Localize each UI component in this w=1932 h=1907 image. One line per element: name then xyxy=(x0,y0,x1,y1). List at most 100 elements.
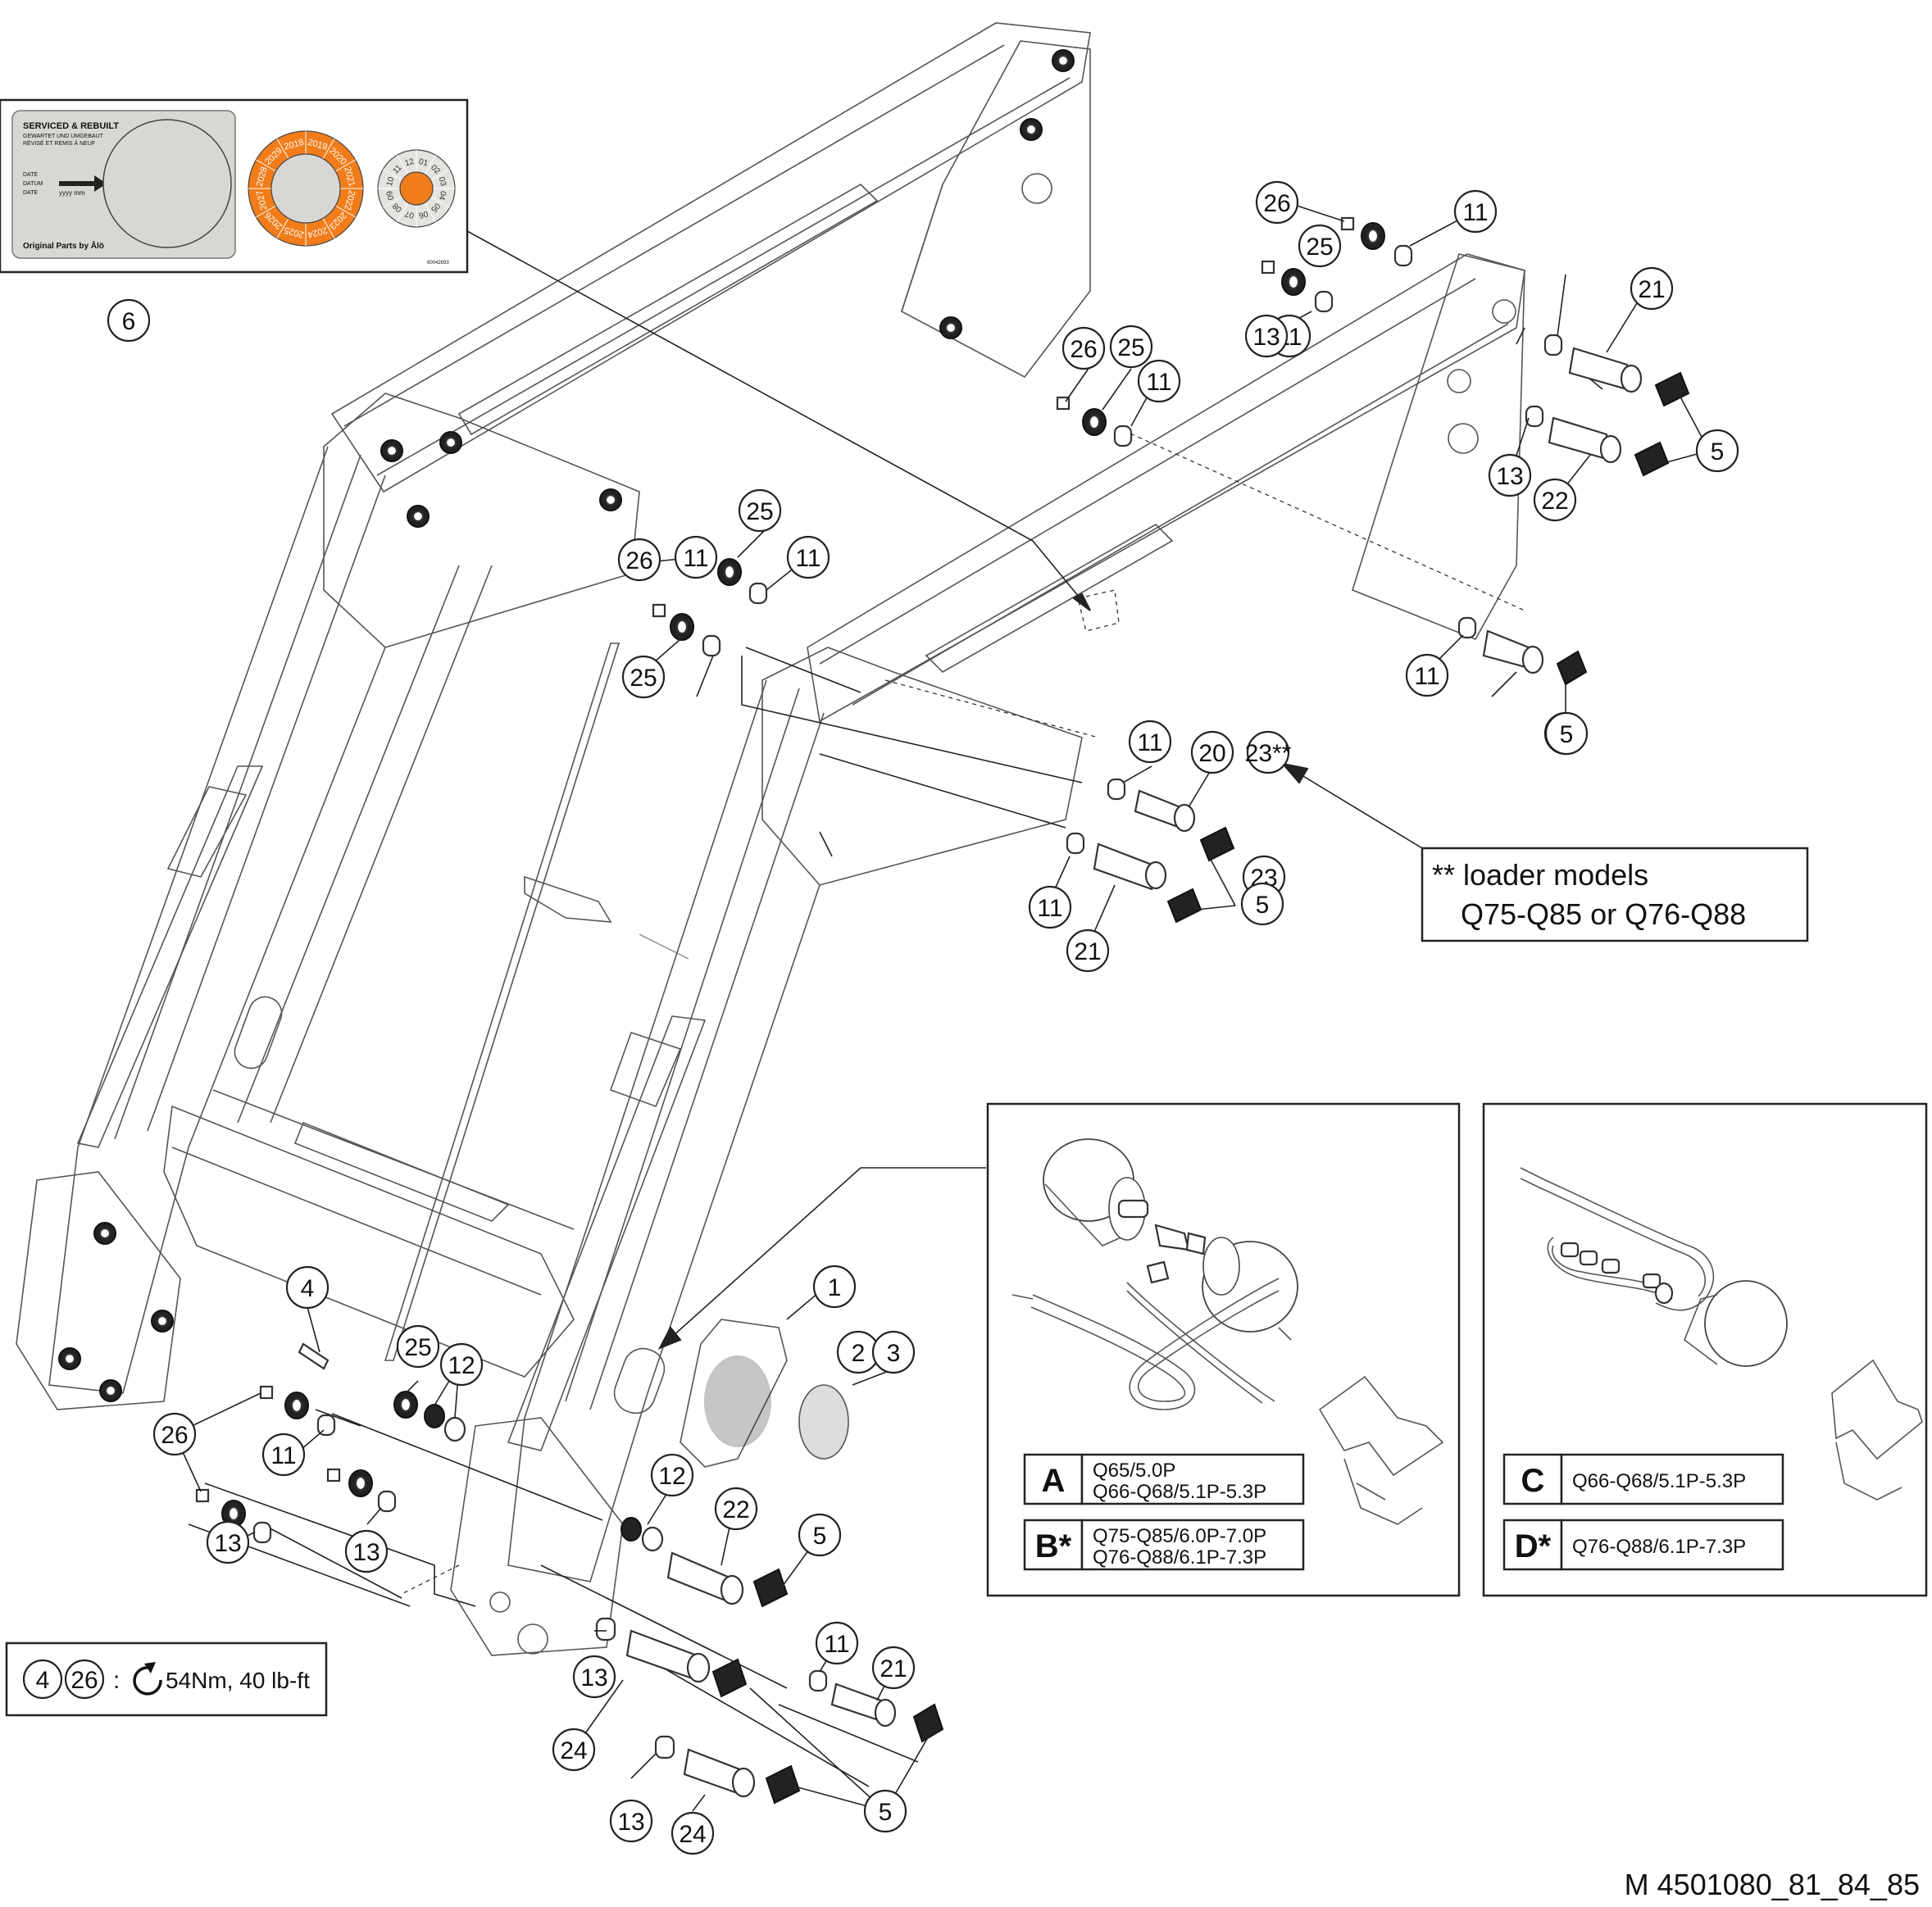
callout-11: 11 xyxy=(1028,885,1072,929)
callout-label: 21 xyxy=(880,1655,907,1682)
loader-frame-drawing xyxy=(16,22,1525,1656)
callout-label: 13 xyxy=(580,1664,607,1691)
callout-22: 22 xyxy=(1533,478,1577,522)
callout-label: 11 xyxy=(1462,199,1488,226)
callout-12: 12 xyxy=(650,1453,694,1497)
callout-label: 11 xyxy=(1146,369,1171,396)
callout-13: 13 xyxy=(572,1655,616,1699)
callout-label: 13 xyxy=(1496,463,1523,490)
variant-code-d: D* xyxy=(1515,1528,1552,1564)
sticker-subtitle-1: GEWARTET UND UMGEBAUT xyxy=(23,134,104,139)
variant-code-a: A xyxy=(1042,1463,1066,1499)
callout-label: 20 xyxy=(1198,740,1225,767)
torque-part-1: 4 xyxy=(36,1667,50,1694)
drawing-id: M 4501080_81_84_85 xyxy=(1625,1868,1920,1901)
disc-label: 09 xyxy=(385,189,397,201)
year-disc: 2019202020212022202320242025202620272028… xyxy=(248,130,364,247)
torque-box: 4 26 : 54Nm, 40 lb-ft xyxy=(5,1641,328,1717)
callout-21: 21 xyxy=(1066,929,1110,973)
sticker-part-no: 60042693 xyxy=(427,261,449,266)
callout-25: 25 xyxy=(1109,325,1153,369)
callout-label: 11 xyxy=(824,1631,849,1658)
callout-label: 21 xyxy=(1638,276,1665,303)
callout-label: 25 xyxy=(404,1334,431,1361)
sticker-brand: Original Parts by Ålö xyxy=(23,240,104,251)
callout-label: 11 xyxy=(1037,895,1062,922)
callout-label: 1 xyxy=(828,1274,842,1301)
callout-label: 11 xyxy=(270,1442,296,1469)
callout-11: 11 xyxy=(674,535,718,579)
callout-5: 5 xyxy=(863,1789,907,1833)
sticker-subtitle-2: RÉVISÉ ET REMIS À NEUF xyxy=(23,139,95,147)
callout-label: 13 xyxy=(1252,324,1280,351)
callout-label: 24 xyxy=(560,1737,587,1764)
variant-a-line-1: Q65/5.0P xyxy=(1093,1460,1175,1482)
callout-label: 11 xyxy=(795,545,821,572)
disc-label: 12 xyxy=(404,157,416,169)
callout-label: 4 xyxy=(301,1275,315,1302)
sticker-date-format: yyyy mm xyxy=(59,189,85,197)
note-loader-models: ** loader models Q75-Q85 or Q76-Q88 xyxy=(1421,847,1809,942)
callout-26: 26 xyxy=(1061,326,1106,370)
sticker-6: SERVICED & REBUILT GEWARTET UND UMGEBAUT… xyxy=(0,98,469,274)
callout-label: 11 xyxy=(1137,729,1162,756)
callout-label: 13 xyxy=(617,1809,644,1836)
callout-label: 12 xyxy=(658,1463,685,1490)
callout-22: 22 xyxy=(714,1487,758,1531)
callout-21: 21 xyxy=(1630,266,1674,311)
callout-25: 25 xyxy=(738,488,782,533)
callout-5: 5 xyxy=(798,1513,842,1557)
disc-label: 10 xyxy=(385,175,397,187)
callout-label: 26 xyxy=(1070,336,1097,363)
note-line-2: Q75-Q85 or Q76-Q88 xyxy=(1461,897,1746,931)
disc-label: 06 xyxy=(417,209,429,220)
variant-code-c: C xyxy=(1521,1463,1545,1499)
disc-label: 01 xyxy=(418,157,430,169)
callout-5: 5 xyxy=(1544,711,1589,756)
callout-24: 24 xyxy=(671,1811,715,1855)
torque-rotate-icon xyxy=(133,1666,162,1696)
disc-label: 07 xyxy=(403,209,415,220)
torque-separator: : xyxy=(113,1667,120,1694)
variant-c-line-1: Q66-Q68/5.1P-5.3P xyxy=(1572,1470,1746,1492)
callout-13: 13 xyxy=(206,1520,250,1564)
callout-label: 13 xyxy=(352,1539,380,1566)
callout-label: 5 xyxy=(1711,438,1725,465)
callout-label: 5 xyxy=(813,1523,827,1550)
sticker-date-2: DATUM xyxy=(23,181,43,187)
disc-label: 03 xyxy=(437,176,448,188)
variant-b-line-2: Q76-Q88/6.1P-7.3P xyxy=(1093,1546,1266,1569)
callout-label: 25 xyxy=(1306,234,1333,261)
callout-11: 11 xyxy=(1453,189,1498,234)
callout-label: 5 xyxy=(879,1799,893,1826)
callout-label: 22 xyxy=(1541,488,1568,515)
callout-25: 25 xyxy=(396,1324,440,1369)
callout-label: 23** xyxy=(1245,740,1292,767)
callout-label: 26 xyxy=(625,547,652,574)
callout-label: 11 xyxy=(683,545,708,572)
callout-label: 24 xyxy=(679,1821,706,1848)
disc-label: 04 xyxy=(437,190,448,202)
callout-label: 11 xyxy=(1414,663,1439,690)
callout-label: 5 xyxy=(1256,892,1270,919)
callout-26: 26 xyxy=(152,1412,197,1456)
callout-13: 13 xyxy=(1244,314,1289,358)
callout-11: 11 xyxy=(786,535,830,579)
callout-label: 3 xyxy=(887,1340,901,1367)
callout-11: 11 xyxy=(815,1621,859,1665)
callout-6: 6 xyxy=(107,298,151,343)
variant-code-b: B* xyxy=(1035,1528,1072,1564)
callout-13: 13 xyxy=(609,1799,653,1843)
callout-label: 25 xyxy=(746,498,773,525)
callout-24: 24 xyxy=(552,1728,596,1772)
variant-a-line-2: Q66-Q68/5.1P-5.3P xyxy=(1093,1481,1266,1503)
sticker-arrow-icon xyxy=(59,175,107,192)
callout-12: 12 xyxy=(439,1342,484,1387)
callout-layer: 6262511112113551322262511252611251111235… xyxy=(107,180,1876,1855)
callout-25: 25 xyxy=(1298,224,1342,268)
callout-label: 12 xyxy=(448,1352,475,1379)
callout-23starstar: 23** xyxy=(1245,730,1292,774)
exploded-hardware xyxy=(195,216,1690,1805)
callout-label: 26 xyxy=(161,1422,188,1449)
